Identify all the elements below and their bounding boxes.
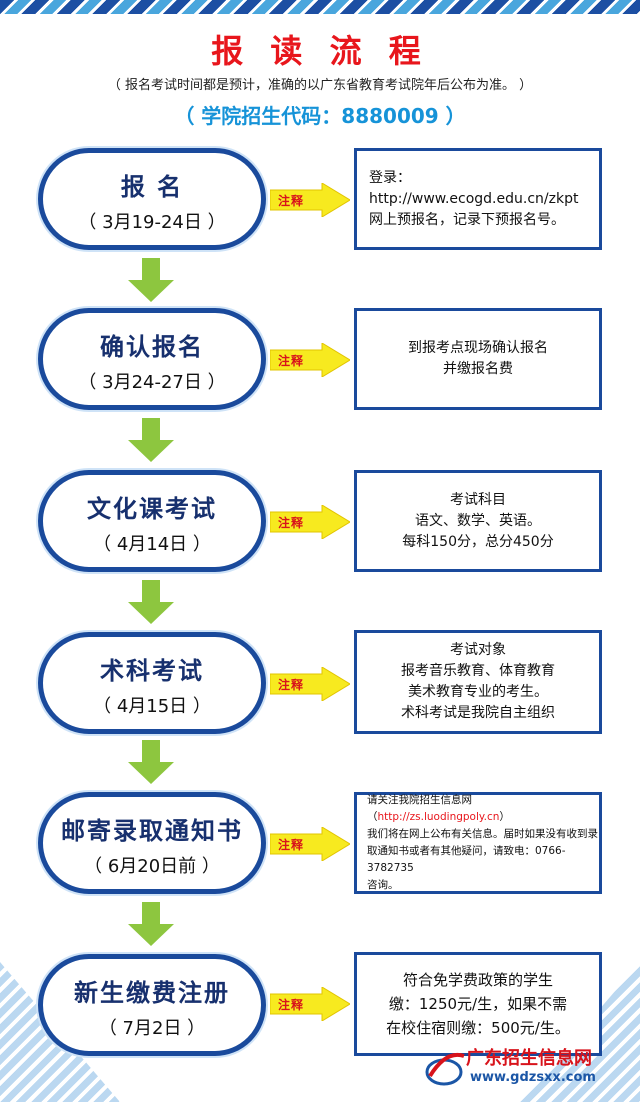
info-text: 请关注我院招生信息网（ [367,794,472,823]
down-arrow-icon [128,418,174,462]
info-line: 考试科目 [450,491,506,508]
info-text: ） [499,811,510,823]
info-line: 符合免学费政策的学生 [402,971,553,989]
down-arrow-icon [128,740,174,784]
info-line: 美术教育专业的考生。 [408,684,548,700]
down-arrow-icon [128,258,174,302]
page-title: 报 读 流 程 [211,32,429,70]
note-arrow-icon: 注释 [270,183,350,217]
note-arrow-icon: 注释 [270,667,350,701]
note-arrow-icon: 注释 [270,987,350,1021]
step-oval-academic-exam: 文化课考试 （ 4月14日 ） [38,470,266,572]
step-date: （ 4月14日 ） [93,534,211,555]
info-box-confirm: 到报考点现场确认报名 并缴报名费 [354,308,602,410]
info-box-fee-registration: 符合免学费政策的学生 缴：1250元/生，如果不需 在校住宿则缴：500元/生。 [354,952,602,1056]
note-arrow-icon: 注释 [270,505,350,539]
info-line: 语文、数学、英语。 [415,512,541,529]
info-link[interactable]: http://zs.luodingpoly.cn [377,811,500,823]
info-line: 登录： [369,169,411,186]
info-line: 网上预报名，记录下预报名号。 [369,211,565,228]
info-line: 取通知书或者有其他疑问，请致电：0766-3782735 [367,845,566,874]
down-arrow-icon [128,580,174,624]
watermark-url[interactable]: www.gdzsxx.com [470,1070,596,1085]
info-line: 咨询。 [367,879,399,891]
step-oval-confirm: 确认报名 （ 3月24-27日 ） [38,308,266,410]
college-code: （ 学院招生代码：8880009 ） [174,104,466,128]
info-line: 术科考试是我院自主组织 [401,705,555,721]
note-label: 注释 [278,998,305,1012]
step-date: （ 4月15日 ） [93,696,211,717]
info-line: 请关注我院招生信息网（http://zs.luodingpoly.cn） [367,792,599,826]
info-line: 在校住宿则缴：500元/生。 [386,1019,570,1037]
step-title: 邮寄录取通知书 [61,817,243,845]
info-line: 到报考点现场确认报名 [408,340,548,356]
step-oval-registration: 报 名 （ 3月19-24日 ） [38,148,266,250]
step-date: （ 6月20日前 ） [84,856,220,877]
step-date: （ 3月19-24日 ） [78,212,226,233]
top-stripe-decoration [0,0,640,14]
step-oval-admission-letter: 邮寄录取通知书 （ 6月20日前 ） [38,792,266,894]
step-title: 确认报名 [100,333,204,361]
schedule-notice: （ 报名考试时间都是预计，准确的以广东省教育考试院年后公布为准。 ） [107,78,533,93]
step-title: 报 名 [120,173,184,201]
info-line: 缴：1250元/生，如果不需 [388,995,568,1013]
step-date: （ 3月24-27日 ） [78,372,226,393]
swoosh-logo-icon [425,1053,465,1086]
info-line: 每科150分，总分450分 [402,533,554,550]
note-label: 注释 [278,194,305,208]
info-box-art-exam: 考试对象 报考音乐教育、体育教育 美术教育专业的考生。 术科考试是我院自主组织 [354,630,602,734]
info-link[interactable]: http://www.ecogd.edu.cn/zkpt [369,190,579,207]
down-arrow-icon [128,902,174,946]
watermark-name: 广东招生信息网 [466,1048,592,1069]
step-title: 文化课考试 [87,495,217,523]
step-date: （ 7月2日 ） [98,1018,206,1039]
step-title: 新生缴费注册 [74,979,230,1007]
note-label: 注释 [278,516,305,530]
info-line: 我们将在网上公布有关信息。届时如果没有收到录 [367,828,598,840]
info-line: 考试对象 [450,642,506,658]
step-title: 术科考试 [100,657,204,685]
info-line: 报考音乐教育、体育教育 [401,663,555,679]
note-label: 注释 [278,678,305,692]
step-oval-fee-registration: 新生缴费注册 （ 7月2日 ） [38,954,266,1056]
note-label: 注释 [278,354,305,368]
info-box-registration: 登录： http://www.ecogd.edu.cn/zkpt 网上预报名，记… [354,148,602,250]
info-box-admission-letter: 请关注我院招生信息网（http://zs.luodingpoly.cn） 我们将… [354,792,602,894]
site-watermark[interactable]: 广东招生信息网 www.gdzsxx.com [424,1042,624,1094]
note-label: 注释 [278,838,305,852]
info-box-academic-exam: 考试科目 语文、数学、英语。 每科150分，总分450分 [354,470,602,572]
note-arrow-icon: 注释 [270,343,350,377]
note-arrow-icon: 注释 [270,827,350,861]
info-line: 并缴报名费 [443,361,513,377]
step-oval-art-exam: 术科考试 （ 4月15日 ） [38,632,266,734]
